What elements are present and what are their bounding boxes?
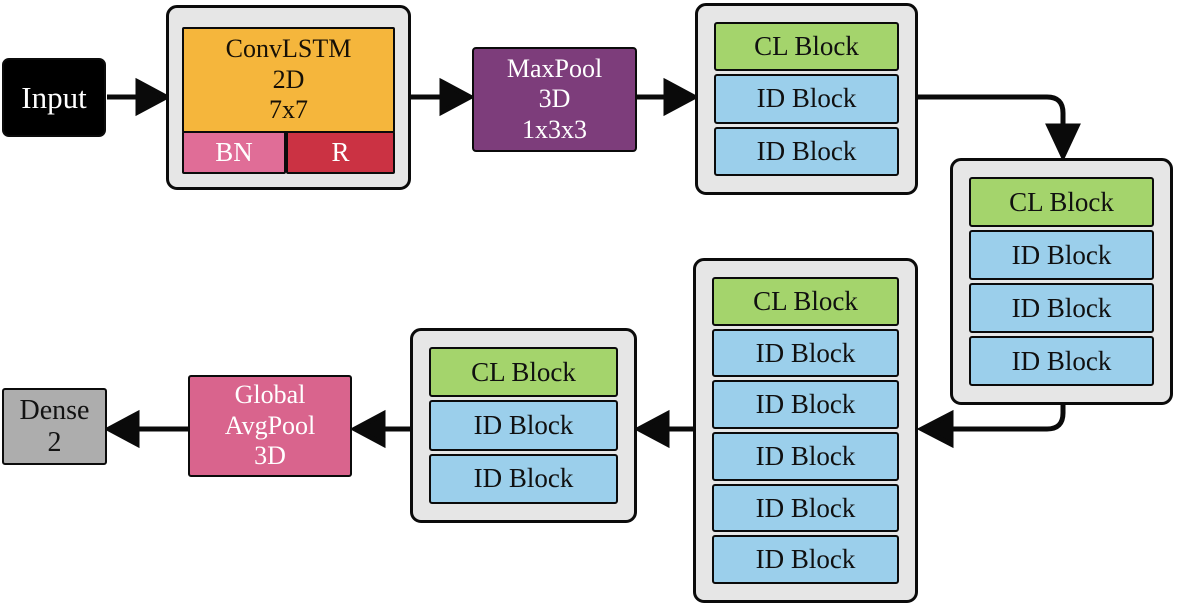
global-avgpool-node: Global AvgPool 3D xyxy=(188,375,352,477)
resnet-stage-4: CL Block ID Block ID Block xyxy=(410,328,637,523)
avgpool-line1: Global xyxy=(234,380,306,410)
resnet-stage-2: CL Block ID Block ID Block ID Block xyxy=(950,158,1173,405)
avgpool-line3: 3D xyxy=(254,441,286,471)
cl-block: CL Block xyxy=(969,177,1154,227)
arrow-convlstm-to-maxpool xyxy=(411,77,476,117)
convlstm-line3: 7x7 xyxy=(269,95,308,125)
arrow-stage1-to-stage2 xyxy=(918,94,1081,162)
batch-norm-node: BN xyxy=(182,131,286,174)
convlstm-line2: 2D xyxy=(272,64,305,94)
relu-node: R xyxy=(286,131,395,174)
id-block: ID Block xyxy=(712,432,899,481)
cl-block: CL Block xyxy=(712,277,899,326)
id-block: ID Block xyxy=(714,74,899,124)
arrow-maxpool-to-stage1 xyxy=(637,77,700,117)
id-block: ID Block xyxy=(429,453,618,504)
arrow-input-to-convlstm xyxy=(107,77,172,117)
input-label: Input xyxy=(21,79,87,115)
dense-line1: Dense xyxy=(19,394,90,426)
maxpool-line2: 3D xyxy=(538,84,571,114)
cl-block: CL Block xyxy=(429,347,618,398)
id-block: ID Block xyxy=(969,283,1154,333)
id-block: ID Block xyxy=(712,328,899,378)
id-block: ID Block xyxy=(969,230,1154,280)
id-block: ID Block xyxy=(429,400,618,451)
convlstm-2d-node: ConvLSTM 2D 7x7 xyxy=(182,27,395,133)
maxpool-line1: MaxPool xyxy=(506,53,603,83)
convlstm-group: ConvLSTM 2D 7x7 BN R xyxy=(166,5,411,190)
id-block: ID Block xyxy=(712,483,899,533)
dense-node: Dense 2 xyxy=(2,388,107,465)
arrow-stage3-to-stage4 xyxy=(633,409,693,449)
id-block: ID Block xyxy=(714,126,899,176)
id-block: ID Block xyxy=(969,336,1154,386)
maxpool-node: MaxPool 3D 1x3x3 xyxy=(472,47,637,152)
maxpool-line3: 1x3x3 xyxy=(522,114,587,144)
dense-line2: 2 xyxy=(47,426,62,458)
id-block: ID Block xyxy=(712,535,899,585)
cl-block: CL Block xyxy=(714,22,899,72)
arrow-stage4-to-avgpool xyxy=(349,409,410,449)
avgpool-line2: AvgPool xyxy=(224,410,316,440)
arrow-avgpool-to-dense xyxy=(103,409,188,449)
input-node: Input xyxy=(2,58,106,137)
arrow-stage2-to-stage3 xyxy=(916,405,1066,449)
relu-label: R xyxy=(331,137,350,167)
resnet-stage-1: CL Block ID Block ID Block xyxy=(695,3,918,195)
convlstm-line1: ConvLSTM xyxy=(225,34,352,64)
resnet-stage-3: CL Block ID Block ID Block ID Block ID B… xyxy=(693,258,918,603)
batch-norm-label: BN xyxy=(215,137,253,167)
id-block: ID Block xyxy=(712,380,899,430)
